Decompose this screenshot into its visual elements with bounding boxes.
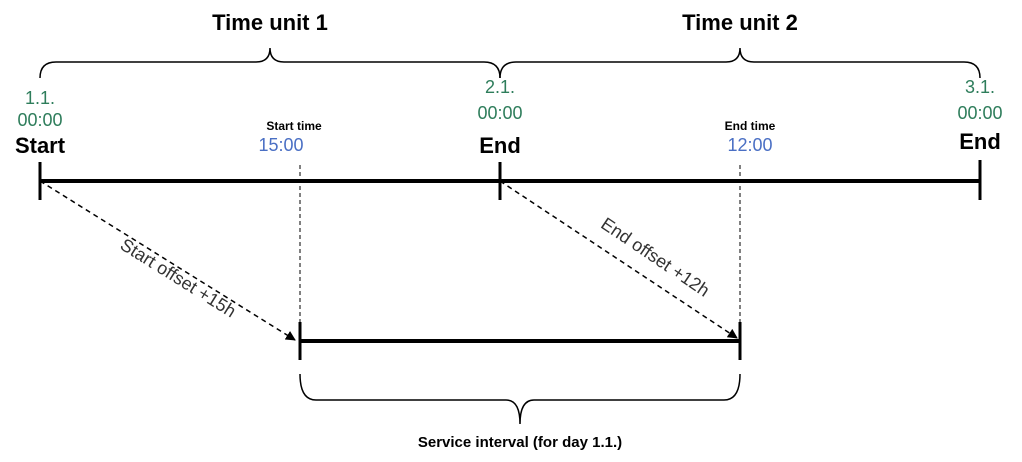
service-interval-brace — [299, 373, 741, 425]
start-time-of-day: 00:00 — [17, 110, 62, 130]
time-unit-2-title: Time unit 2 — [682, 10, 798, 35]
service-interval-caption: Service interval (for day 1.1.) — [418, 434, 622, 451]
start-time-value: 15:00 — [258, 135, 303, 155]
end2-date: 3.1. — [965, 77, 995, 97]
end-time-value: 12:00 — [727, 135, 772, 155]
start-offset-label: Start offset +15h — [117, 234, 240, 321]
end-time-caption: End time — [725, 119, 776, 133]
time-unit-1-title: Time unit 1 — [212, 10, 328, 35]
start-date: 1.1. — [25, 88, 55, 108]
end2-label: End — [959, 129, 1001, 154]
time-unit-1-brace — [39, 47, 501, 79]
end1-label: End — [479, 133, 521, 158]
start-label: Start — [15, 133, 66, 158]
end2-time-of-day: 00:00 — [957, 103, 1002, 123]
end1-time-of-day: 00:00 — [477, 103, 522, 123]
start-time-caption: Start time — [266, 119, 322, 133]
end1-date: 2.1. — [485, 77, 515, 97]
time-unit-2-brace — [499, 47, 981, 79]
end-offset-arrow — [499, 180, 738, 339]
